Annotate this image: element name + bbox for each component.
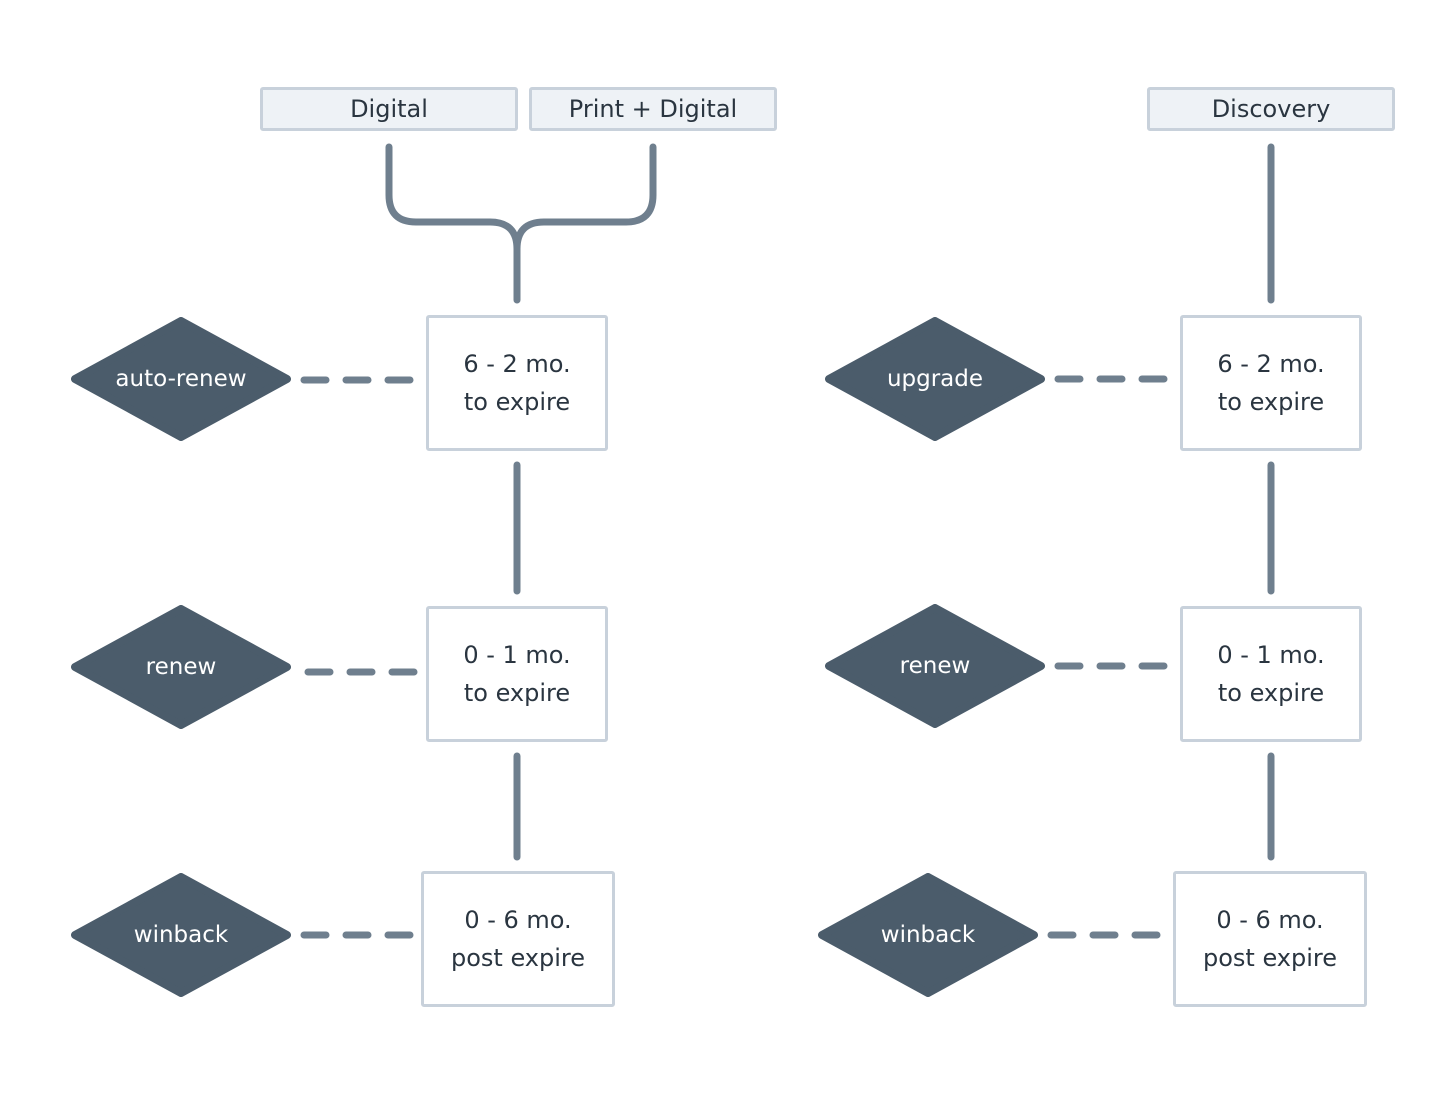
diamond-shape <box>825 317 1045 441</box>
action-label: winback <box>133 922 229 948</box>
action-label: renew <box>145 654 217 680</box>
stage-line-1: 0 - 6 mo. <box>464 906 572 934</box>
plan-box-print-digital: Print + Digital <box>529 87 777 131</box>
stage-box: 0 - 1 mo. to expire <box>426 606 608 742</box>
diamond-shape <box>71 605 291 729</box>
diamond-shape <box>71 317 291 441</box>
stage-line-1: 0 - 1 mo. <box>463 641 571 669</box>
action-diamond: winback <box>71 873 291 997</box>
stage-line-1: 6 - 2 mo. <box>463 350 571 378</box>
action-diamond: upgrade <box>825 317 1045 441</box>
plan-label: Discovery <box>1211 95 1331 123</box>
merge-connector <box>385 143 521 304</box>
plan-box-discovery: Discovery <box>1147 87 1395 131</box>
stage-line-2: to expire <box>1217 679 1325 707</box>
action-label: winback <box>880 922 976 948</box>
action-label: renew <box>899 653 971 679</box>
stage-box: 0 - 6 mo. post expire <box>421 871 615 1007</box>
plan-box-digital: Digital <box>260 87 518 131</box>
action-diamond: winback <box>818 873 1038 997</box>
action-diamond: renew <box>825 604 1045 728</box>
plan-label: Print + Digital <box>568 95 738 123</box>
diamond-shape <box>825 604 1045 728</box>
action-diamond: renew <box>71 605 291 729</box>
stage-line-1: 0 - 6 mo. <box>1216 906 1324 934</box>
stage-box: 6 - 2 mo. to expire <box>426 315 608 451</box>
stage-line-2: post expire <box>450 944 585 972</box>
stage-line-2: to expire <box>463 679 571 707</box>
plan-label: Digital <box>350 95 428 123</box>
merge-connector <box>513 143 657 253</box>
stage-box: 6 - 2 mo. to expire <box>1180 315 1362 451</box>
stage-box: 0 - 6 mo. post expire <box>1173 871 1367 1007</box>
stage-line-2: to expire <box>1217 388 1325 416</box>
stage-box: 0 - 1 mo. to expire <box>1180 606 1362 742</box>
action-diamond: auto-renew <box>71 317 291 441</box>
action-label: auto-renew <box>115 366 247 392</box>
stage-line-1: 0 - 1 mo. <box>1217 641 1325 669</box>
action-label: upgrade <box>886 366 984 392</box>
stage-line-1: 6 - 2 mo. <box>1217 350 1325 378</box>
stage-line-2: to expire <box>463 388 571 416</box>
diamond-shape <box>818 873 1038 997</box>
diamond-shape <box>71 873 291 997</box>
stage-line-2: post expire <box>1202 944 1337 972</box>
